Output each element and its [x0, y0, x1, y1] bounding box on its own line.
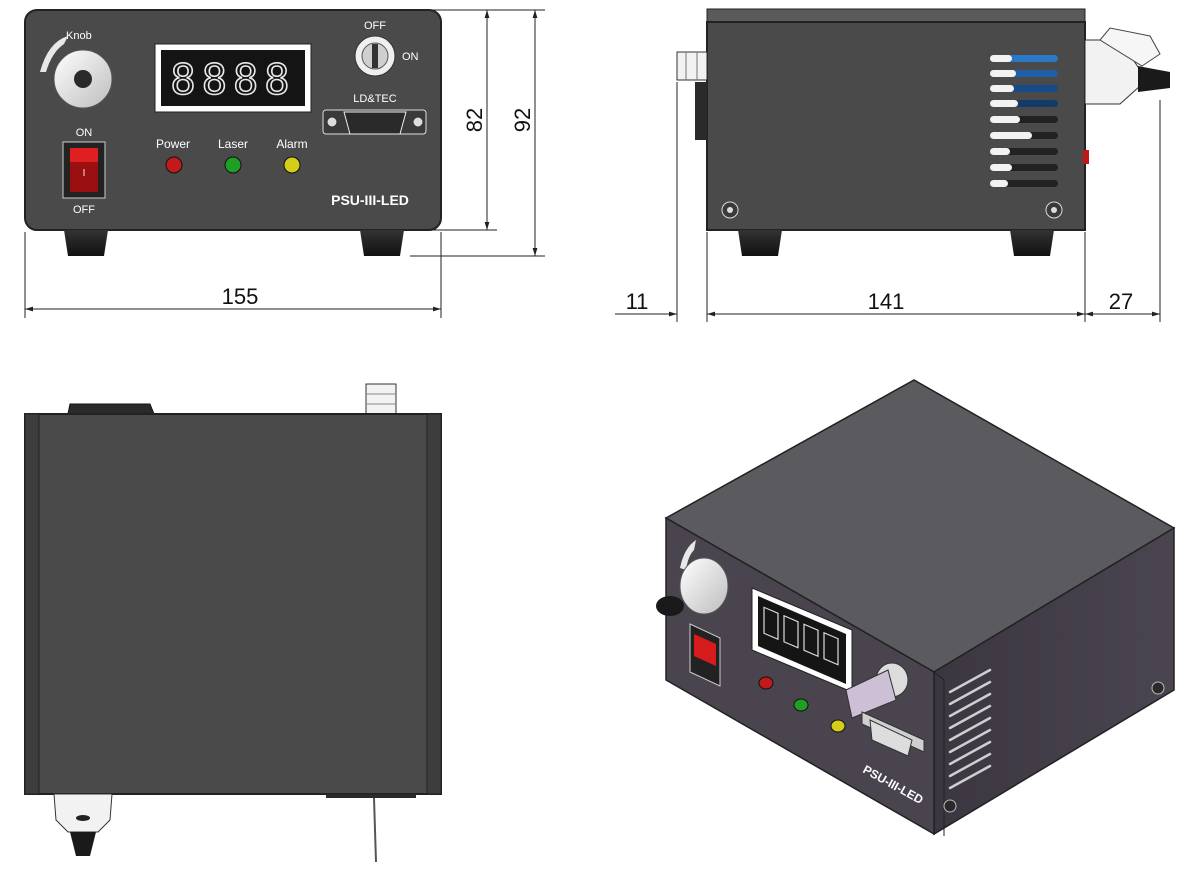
dim-front-width: 155: [222, 284, 259, 309]
iso-screw-left-icon: [943, 799, 957, 813]
side-foot-left: [738, 230, 782, 256]
side-view: [676, 8, 1170, 256]
top-body: [24, 413, 442, 795]
top-side-rail-right: [426, 413, 442, 795]
front-view: Knob 8888 OFF ON LD&TEC ON I OFF Power L…: [24, 9, 442, 256]
alarm-indicator: [283, 156, 301, 174]
key-switch-off-label: OFF: [364, 20, 386, 32]
top-cable: [373, 797, 377, 863]
front-foot-left: [64, 230, 108, 256]
connector-screw-left-icon: [326, 116, 338, 128]
bnc-connector: [676, 51, 708, 81]
top-bnc-connector: [365, 383, 397, 417]
power-switch-top-icon: [70, 148, 98, 162]
rear-switch-icon: [1083, 150, 1089, 164]
iso-knob-handle-icon: [656, 596, 684, 616]
dim-front-height-total: 92: [510, 108, 535, 132]
top-side-rail-left: [24, 413, 40, 795]
rear-probe-key-icon: [1099, 27, 1161, 67]
iso-front-face: [665, 516, 935, 836]
connector-label: LD&TEC: [353, 93, 396, 105]
db-connector-icon[interactable]: [343, 111, 407, 135]
top-rear-probe: [53, 793, 113, 833]
side-top-rail: [706, 8, 1086, 24]
side-foot-right: [1010, 230, 1054, 256]
iso-view: PSU-III-LED: [656, 379, 1176, 836]
side-dimensions: 11 141 27: [615, 82, 1161, 322]
indicator-label-power: Power: [156, 137, 190, 151]
side-vent-slots: [990, 55, 1058, 187]
dim-side-rear-protrusion: 27: [1109, 289, 1133, 314]
iso-laser-indicator: [793, 698, 809, 712]
laser-indicator: [224, 156, 242, 174]
indicator-label-alarm: Alarm: [276, 137, 307, 151]
iso-vent-slots: [948, 668, 992, 790]
knob-label: Knob: [66, 30, 92, 42]
connector-screw-right-icon: [412, 116, 424, 128]
power-indicator: [165, 156, 183, 174]
top-connector-bracket: [45, 403, 175, 415]
iso-alarm-indicator: [830, 719, 846, 733]
power-switch-off-label: OFF: [73, 204, 95, 216]
top-rear-connector-icon: [326, 794, 416, 798]
key-switch-on-label: ON: [402, 51, 419, 63]
front-panel: [24, 9, 442, 231]
knob-arc-icon: [40, 36, 68, 72]
dim-side-front-protrusion: 11: [626, 289, 649, 314]
indicator-label-laser: Laser: [218, 137, 248, 151]
model-label: PSU-III-LED: [331, 192, 409, 208]
key-slot-icon: [372, 44, 378, 68]
digital-display: [161, 50, 305, 106]
iso-display: [758, 596, 846, 684]
power-switch-on-label: ON: [76, 127, 93, 139]
front-foot-right: [360, 230, 404, 256]
side-body: [706, 21, 1086, 231]
iso-power-indicator: [758, 676, 774, 690]
rear-probe-tip-icon: [1138, 66, 1170, 92]
dim-side-depth: 141: [868, 289, 905, 314]
knob-center-icon: [74, 70, 92, 88]
top-view: [24, 383, 442, 863]
iso-screw-right-icon: [1151, 681, 1165, 695]
top-probe-tip-icon: [70, 832, 96, 856]
dim-front-height-body: 82: [462, 108, 487, 132]
side-front-edge: [695, 82, 707, 140]
iso-knob: [679, 557, 729, 615]
display-digits: 8888: [170, 55, 295, 104]
iso-key-icon: [845, 669, 897, 719]
front-dimensions: 155 82 92: [24, 9, 545, 318]
power-switch-mark: I: [83, 168, 86, 179]
